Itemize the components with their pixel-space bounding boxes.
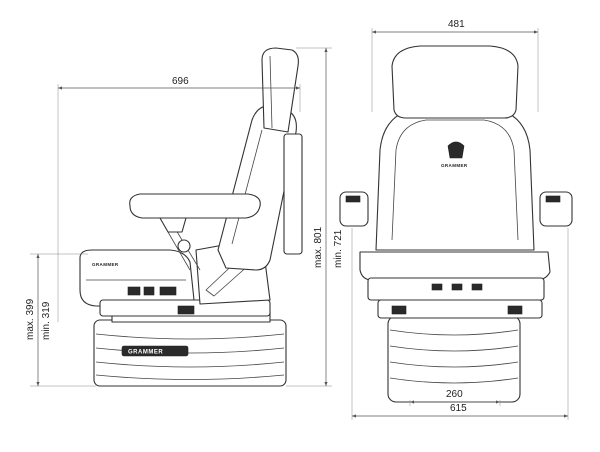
- front-armrest-left: [339, 191, 369, 227]
- side-depth-label: 696: [172, 76, 189, 87]
- front-width-label: 481: [448, 19, 465, 30]
- side-base-max-label: max. 399: [25, 298, 36, 340]
- side-base-min-label: min. 319: [41, 301, 52, 340]
- front-suspension-bellows: [377, 299, 543, 403]
- front-backrest: [375, 107, 535, 251]
- side-depth-dimension: 696: [57, 76, 301, 322]
- front-view: GRAMMER 481 260 6: [339, 19, 573, 420]
- cushion-brand-label: GRAMMER: [92, 262, 119, 267]
- side-seat-cushion: GRAMMER: [79, 249, 195, 307]
- front-seat-base: [359, 251, 551, 301]
- side-view: GRAMMER GRAMMER: [25, 47, 344, 387]
- side-mechanism: [99, 229, 271, 317]
- side-height-dimension: max. 801 min. 721: [286, 47, 344, 387]
- front-headrest: [391, 45, 519, 119]
- side-backrest: [217, 105, 303, 271]
- side-brand-badge: GRAMMER: [121, 345, 189, 357]
- front-overall-dimension: 615: [351, 228, 569, 420]
- front-width-dimension: 481: [371, 19, 539, 112]
- side-base-dimension: max. 399 min. 319: [25, 253, 96, 387]
- side-suspension-bellows: [93, 311, 287, 387]
- side-height-max-label: max. 801: [313, 226, 324, 268]
- front-base-label: 260: [446, 389, 463, 400]
- front-base-dimension: 260: [409, 389, 501, 406]
- side-armrest: [129, 193, 261, 233]
- front-overall-label: 615: [450, 403, 467, 414]
- side-headrest: [261, 47, 299, 133]
- front-brand-logo: GRAMMER: [441, 141, 468, 168]
- side-height-min-label: min. 721: [333, 229, 344, 268]
- front-brand-label: GRAMMER: [441, 163, 468, 168]
- side-brand-label: GRAMMER: [128, 350, 163, 356]
- front-armrest-right: [539, 191, 573, 227]
